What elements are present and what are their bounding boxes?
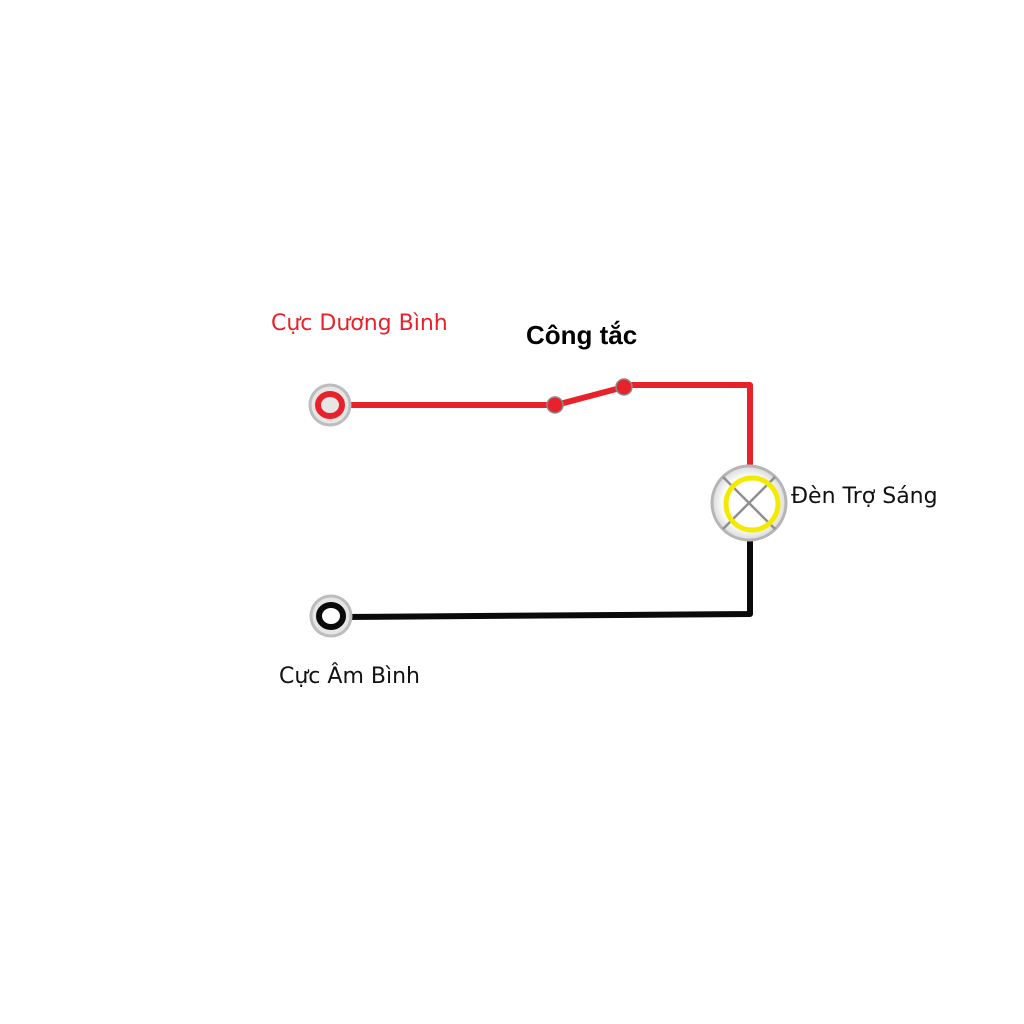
lamp-label: Đèn Trợ Sáng [791, 484, 938, 509]
positive-wire-segment-2 [621, 382, 753, 469]
negative-wire [340, 537, 753, 620]
lamp [710, 464, 788, 542]
negative-terminal-label: Cực Âm Bình [279, 664, 420, 689]
switch-contact-left [546, 396, 564, 414]
positive-terminal-label: Cực Dương Bình [271, 311, 448, 336]
negative-terminal [309, 594, 353, 638]
switch-label: Công tắc [526, 320, 638, 350]
switch-contact-right [615, 378, 633, 396]
positive-terminal [308, 383, 352, 427]
lamp-filament [723, 475, 781, 533]
switch-lever [553, 384, 627, 408]
